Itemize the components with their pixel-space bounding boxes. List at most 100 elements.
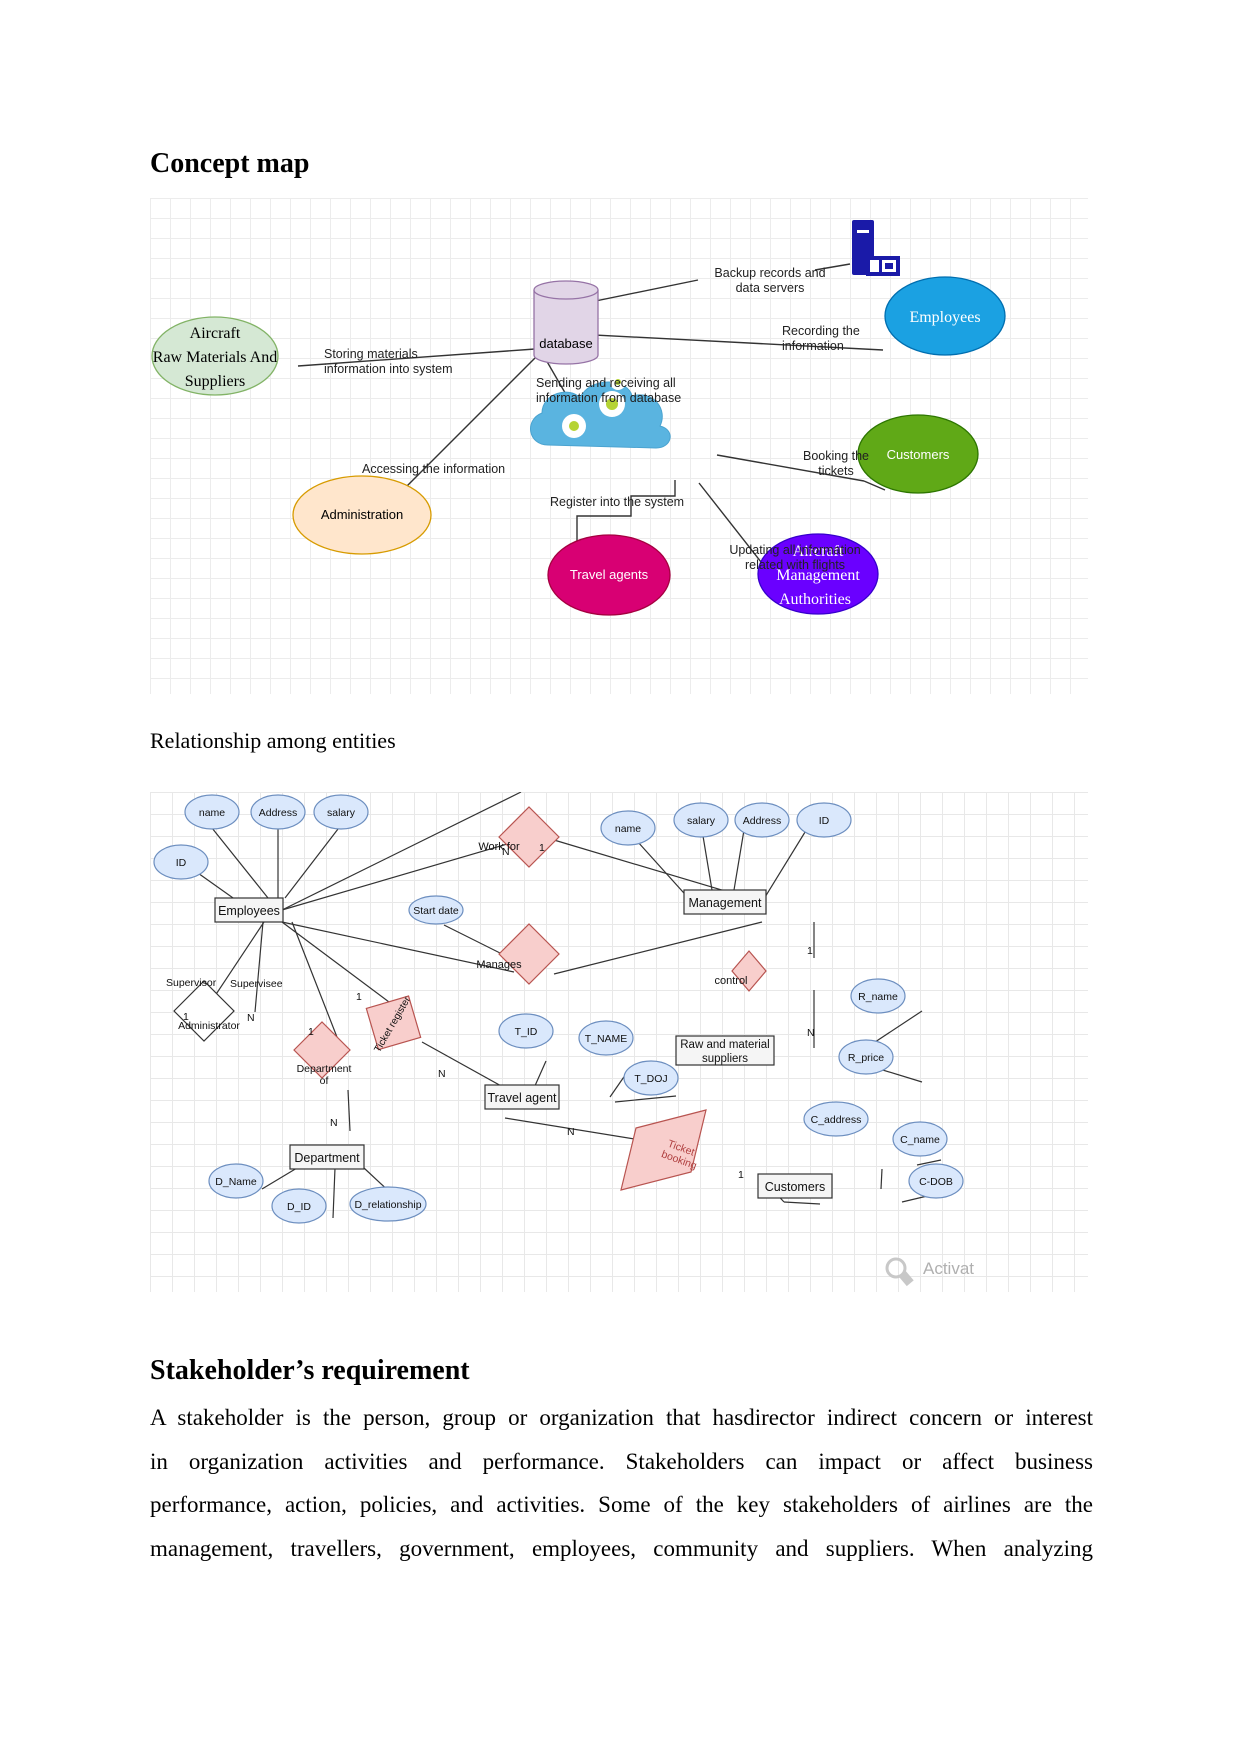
edge-label-backup-2: data servers bbox=[736, 281, 805, 295]
card-ticket-reg-1: 1 bbox=[356, 991, 362, 1003]
activation-watermark: Activat bbox=[885, 1257, 974, 1287]
relation-administrator: Administrator bbox=[178, 1020, 240, 1032]
attr-t-doj: T_DOJ bbox=[634, 1073, 667, 1085]
edge-label-backup-1: Backup records and bbox=[714, 266, 825, 280]
attr-c-name: C_name bbox=[900, 1134, 940, 1146]
edge-label-sending-1: Sending and receiving all bbox=[536, 376, 676, 390]
attr-r-name: R_name bbox=[858, 991, 898, 1003]
card-dept-1: 1 bbox=[308, 1026, 314, 1038]
edge-label-register: Register into the system bbox=[550, 495, 684, 509]
customers-node: Customers bbox=[857, 414, 979, 494]
edge-label-recording-2: information bbox=[782, 339, 844, 353]
card-supervisor-1: 1 bbox=[183, 1011, 189, 1023]
attr-c-address: C_address bbox=[811, 1114, 862, 1126]
cloud-gear-icon bbox=[530, 374, 671, 449]
edge-label-storing-2: information into system bbox=[324, 362, 453, 376]
edge-label-updating-2: related with flights bbox=[745, 558, 845, 572]
relation-manages: Manages bbox=[476, 959, 522, 971]
card-work-for-1: 1 bbox=[539, 842, 545, 854]
authorities-label-2: Management bbox=[776, 567, 860, 584]
attr-emp-salary: salary bbox=[327, 807, 356, 819]
attr-d-id: D_ID bbox=[287, 1201, 311, 1213]
er-diagram-figure: Employees Management Raw and material su… bbox=[150, 792, 1088, 1292]
edge-label-accessing: Accessing the information bbox=[362, 462, 505, 476]
er-entity-shapes bbox=[214, 889, 833, 1199]
attr-emp-id: ID bbox=[176, 857, 187, 869]
administration-label: Administration bbox=[321, 507, 403, 522]
concept-map-edge-labels: Backup records and data servers Recordin… bbox=[324, 266, 869, 572]
card-supervisee-n: N bbox=[247, 1012, 255, 1024]
server-icon bbox=[852, 220, 900, 276]
edge-label-updating-1: Updating all information bbox=[729, 543, 860, 557]
employees-label: Employees bbox=[909, 309, 980, 326]
edge-label-booking-2: tickets bbox=[818, 464, 853, 478]
paragraph-line-2: in organization activities and performan… bbox=[150, 1448, 1093, 1474]
authorities-label-3: Authorities bbox=[779, 591, 851, 608]
er-relationship-shapes bbox=[293, 806, 767, 1191]
administrator-diamond bbox=[173, 980, 235, 1042]
card-ticket-reg-n: N bbox=[438, 1068, 446, 1080]
attr-c-dob: C-DOB bbox=[919, 1176, 953, 1188]
role-supervisor: Supervisor bbox=[166, 977, 217, 989]
entity-employees: Employees bbox=[218, 904, 280, 918]
entity-travel-agent: Travel agent bbox=[487, 1091, 557, 1105]
database-node: database bbox=[533, 280, 599, 365]
relationship-caption: Relationship among entities bbox=[150, 728, 396, 753]
entity-department: Department bbox=[294, 1151, 360, 1165]
er-connectors bbox=[180, 792, 942, 1219]
relation-control: control bbox=[714, 975, 747, 987]
er-attribute-shapes bbox=[153, 794, 964, 1224]
attr-emp-address: Address bbox=[259, 807, 298, 819]
attr-start-date: Start date bbox=[413, 905, 459, 917]
role-supervisee: Supervisee bbox=[230, 978, 283, 990]
er-diagram-svg: Employees Management Raw and material su… bbox=[153, 792, 974, 1287]
entity-customers: Customers bbox=[765, 1180, 825, 1194]
entity-raw-material-2: suppliers bbox=[702, 1053, 748, 1065]
relation-department-of-1: Department bbox=[297, 1063, 352, 1075]
relation-work-for: Work for bbox=[478, 841, 520, 853]
paragraph-line-3: performance, action, policies, and activ… bbox=[150, 1492, 1093, 1517]
attr-mgmt-name: name bbox=[615, 823, 641, 835]
concept-map-figure: database Aircraft Raw Materials And Supp… bbox=[150, 198, 1088, 694]
concept-map-svg: database Aircraft Raw Materials And Supp… bbox=[151, 220, 1006, 616]
attr-d-relationship: D_relationship bbox=[354, 1199, 421, 1211]
edge-label-storing-1: Storing materials bbox=[324, 347, 418, 361]
card-control-1: 1 bbox=[807, 945, 813, 957]
attr-t-id: T_ID bbox=[515, 1026, 538, 1038]
suppliers-node: Aircraft Raw Materials And Suppliers bbox=[151, 316, 279, 396]
card-booking-n: N bbox=[567, 1126, 575, 1138]
authorities-label-1: Aircraft bbox=[793, 543, 844, 560]
employees-node: Employees bbox=[884, 276, 1006, 356]
attr-t-name: T_NAME bbox=[585, 1033, 628, 1045]
edge-label-sending-2: information from database bbox=[536, 391, 681, 405]
attr-d-name: D_Name bbox=[215, 1176, 257, 1188]
administration-node: Administration bbox=[292, 475, 432, 555]
edge-label-booking-1: Booking the bbox=[803, 449, 869, 463]
suppliers-label-3: Suppliers bbox=[185, 373, 245, 390]
card-booking-1: 1 bbox=[738, 1169, 744, 1181]
database-label: database bbox=[539, 336, 593, 351]
attr-r-price: R_price bbox=[848, 1052, 884, 1064]
entity-raw-material-1: Raw and material bbox=[680, 1039, 769, 1051]
paragraph-line-1: A stakeholder is the person, group or or… bbox=[150, 1405, 1093, 1430]
attr-mgmt-id: ID bbox=[819, 815, 830, 827]
paragraph-line-4: management, travellers, government, empl… bbox=[150, 1535, 1093, 1561]
card-work-for-n: N bbox=[502, 846, 510, 858]
er-cardinality-labels: Supervisor Supervisee N 1 1 N 1 N 1 N 1 … bbox=[166, 842, 815, 1181]
card-dept-n: N bbox=[330, 1117, 338, 1129]
attr-mgmt-salary: salary bbox=[687, 815, 716, 827]
stakeholder-heading: Stakeholder’s requirement bbox=[150, 1355, 470, 1386]
concept-map-heading: Concept map bbox=[150, 148, 310, 179]
entity-management: Management bbox=[689, 896, 762, 910]
edge-label-recording-1: Recording the bbox=[782, 324, 860, 338]
travel-agents-node: Travel agents bbox=[547, 534, 671, 616]
watermark-text: Activat bbox=[923, 1259, 974, 1278]
suppliers-label-1: Aircraft bbox=[190, 325, 241, 342]
authorities-node: Aircraft Management Authorities bbox=[757, 533, 879, 615]
suppliers-label-2: Raw Materials And bbox=[153, 349, 277, 366]
relation-department-of-2: of bbox=[320, 1075, 329, 1087]
attr-emp-name: name bbox=[199, 807, 225, 819]
stakeholder-paragraph: A stakeholder is the person, group or or… bbox=[150, 1396, 1093, 1570]
travel-agents-label: Travel agents bbox=[570, 567, 649, 582]
watermark-icon bbox=[885, 1257, 907, 1279]
